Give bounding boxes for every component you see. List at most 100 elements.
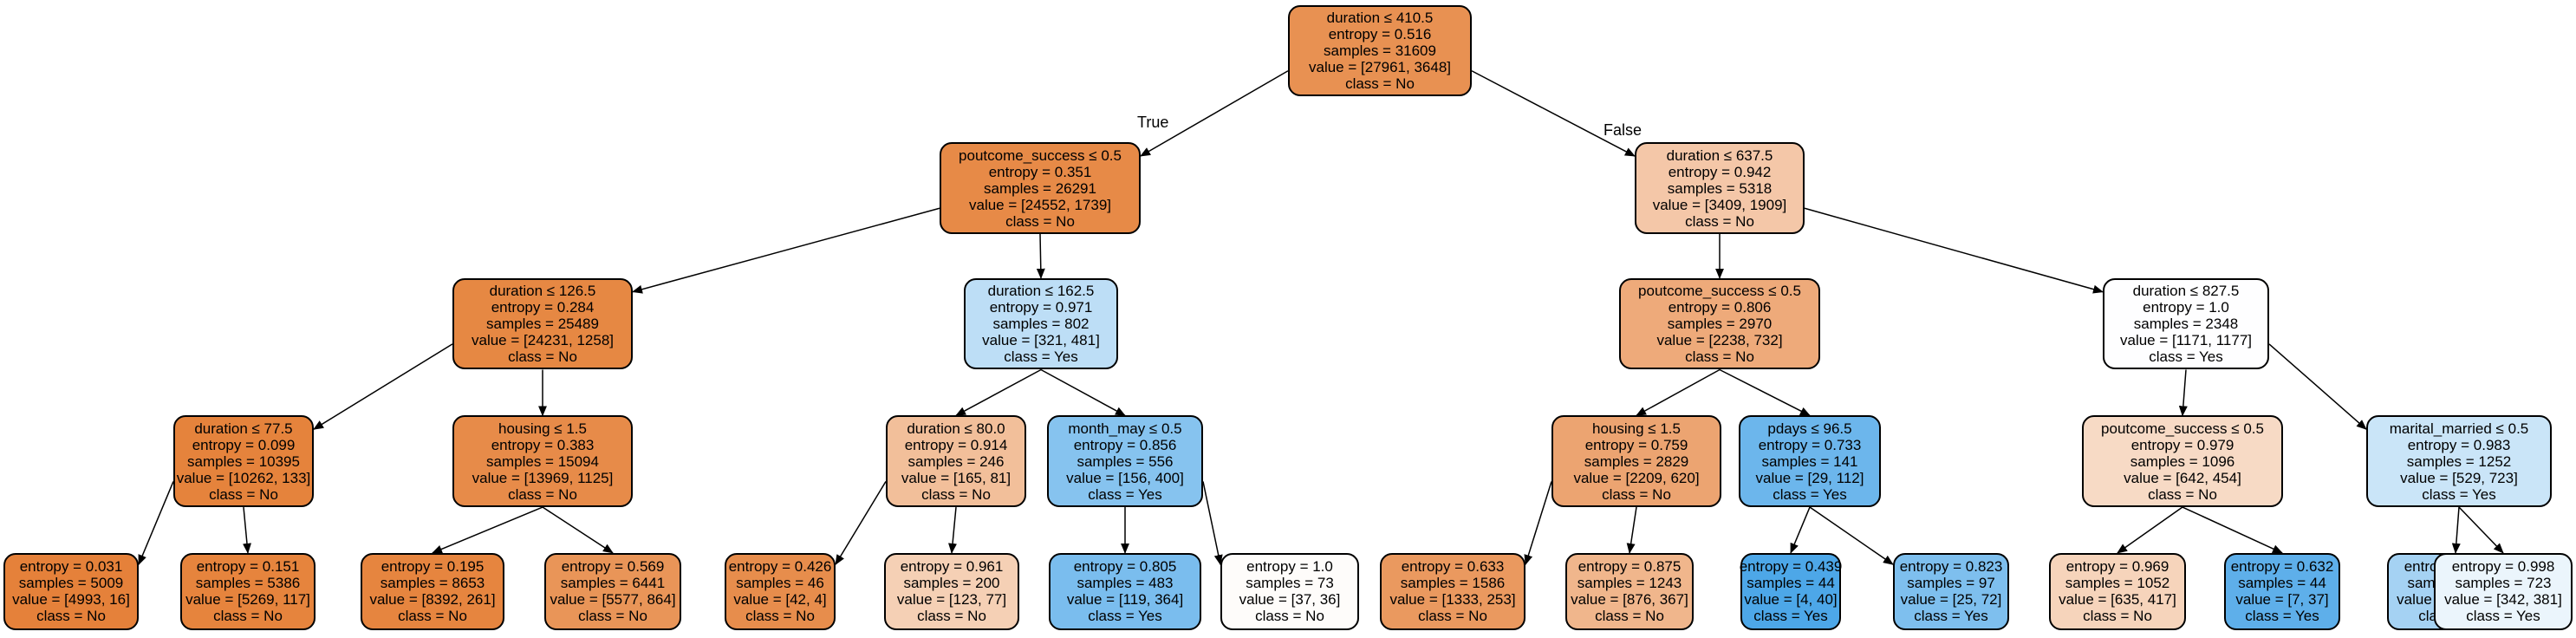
node-text-line: samples = 6441 (560, 575, 666, 592)
node-text-line: samples = 1243 (1577, 575, 1682, 592)
node-text-line: value = [1333, 253] (1389, 591, 1516, 609)
node-text-line: class = No (508, 348, 577, 366)
node-text-line: class = Yes (1004, 348, 1078, 366)
node-text-line: entropy = 0.823 (1899, 558, 2003, 576)
node-text-line: value = [24231, 1258] (472, 332, 614, 349)
node-text-line: entropy = 0.383 (491, 436, 595, 453)
node-text-line: samples = 10395 (187, 452, 300, 470)
node-text-line: samples = 44 (1747, 575, 1835, 592)
node-text-line: entropy = 0.983 (2407, 436, 2511, 453)
node-text-line: samples = 141 (1761, 452, 1858, 470)
node-text-line: entropy = 0.439 (1739, 558, 1843, 576)
tree-edge (2182, 506, 2283, 554)
node-text-line: samples = 1586 (1400, 575, 1506, 592)
node-text-line: class = Yes (2149, 348, 2223, 366)
node-text-line: value = [635, 417] (2059, 591, 2176, 609)
node-text-line: value = [5269, 117] (185, 591, 310, 609)
tree-edge (313, 343, 453, 430)
node-text-line: class = No (917, 608, 986, 625)
tree-edge (835, 481, 887, 566)
tree-edge (1036, 233, 1045, 279)
node-text-line: entropy = 0.856 (1073, 436, 1177, 453)
node-text-line: value = [25, 72] (1900, 591, 2002, 609)
node-text-line: samples = 723 (2455, 575, 2552, 592)
tree-edge (138, 481, 174, 566)
node-text-line: entropy = 1.0 (1246, 558, 1333, 576)
node-text-line: duration ≤ 126.5 (489, 283, 596, 300)
node-text-line: class = No (1685, 348, 1754, 366)
tree-edge (1471, 70, 1636, 157)
node-text-line: duration ≤ 827.5 (2132, 283, 2240, 300)
tree-edge (1804, 207, 2104, 294)
node-text-line: poutcome_success ≤ 0.5 (1638, 283, 1801, 300)
node-text-line: samples = 556 (1077, 452, 1174, 470)
node-text-line: value = [8392, 261] (369, 591, 496, 609)
node-text-line: entropy = 0.759 (1584, 436, 1688, 453)
node-text-line: entropy = 0.516 (1328, 25, 1432, 42)
tree-edge (948, 506, 958, 554)
node-text-line: class = No (1345, 75, 1415, 92)
node-text-line: samples = 1052 (2065, 575, 2170, 592)
node-text-line: entropy = 0.632 (2230, 558, 2334, 576)
node-text-line: entropy = 0.633 (1401, 558, 1505, 576)
tree-edge (2451, 506, 2461, 554)
true-branch-label: True (1137, 114, 1169, 131)
node-text-line: samples = 25489 (486, 316, 599, 333)
node-text-line: value = [529, 723] (2400, 469, 2518, 486)
node-text-line: class = No (36, 608, 106, 625)
node-text-line: samples = 46 (736, 575, 824, 592)
node-text-line: samples = 31609 (1324, 42, 1436, 59)
node-text-line: class = No (213, 608, 283, 625)
node-text-line: class = Yes (1914, 608, 1988, 625)
node-text-line: value = [37, 36] (1239, 591, 1341, 609)
node-text-line: class = No (1255, 608, 1324, 625)
node-text-line: class = Yes (1753, 608, 1828, 625)
node-text-line: entropy = 0.998 (2451, 558, 2555, 576)
node-text-line: entropy = 0.426 (728, 558, 832, 576)
node-text-line: entropy = 0.733 (1758, 436, 1862, 453)
node-text-line: class = No (1685, 212, 1754, 230)
node-text-line: class = Yes (1088, 485, 1162, 503)
tree-edge (1524, 481, 1552, 566)
node-text-line: value = [119, 364] (1066, 591, 1184, 609)
node-text-line: poutcome_success ≤ 0.5 (959, 146, 1122, 164)
tree-edge (632, 207, 940, 294)
node-text-line: samples = 802 (992, 316, 1090, 333)
tree-edge (955, 368, 1042, 417)
node-text-line: samples = 15094 (486, 452, 599, 470)
node-text-line: entropy = 0.914 (904, 436, 1008, 453)
node-text-line: pdays ≤ 96.5 (1767, 420, 1852, 437)
node-text-line: samples = 8653 (380, 575, 485, 592)
node-text-line: entropy = 0.284 (491, 299, 595, 316)
tree-edge (1626, 506, 1637, 554)
node-text-line: samples = 2829 (1584, 452, 1689, 470)
node-text-line: value = [342, 381] (2444, 591, 2562, 609)
false-branch-label: False (1603, 121, 1643, 139)
node-text-line: value = [7, 37] (2235, 591, 2329, 609)
node-text-line: samples = 483 (1077, 575, 1174, 592)
node-text-line: samples = 26291 (984, 179, 1096, 197)
tree-edge (2268, 343, 2367, 430)
node-text-line: entropy = 0.969 (2065, 558, 2169, 576)
node-text-line: class = No (578, 608, 647, 625)
node-text-line: housing ≤ 1.5 (1592, 420, 1681, 437)
node-text-line: entropy = 0.569 (561, 558, 665, 576)
node-text-line: entropy = 0.806 (1668, 299, 1772, 316)
node-text-line: entropy = 0.195 (381, 558, 485, 576)
node-text-line: entropy = 0.875 (1577, 558, 1682, 576)
node-text-line: entropy = 0.942 (1668, 163, 1772, 180)
